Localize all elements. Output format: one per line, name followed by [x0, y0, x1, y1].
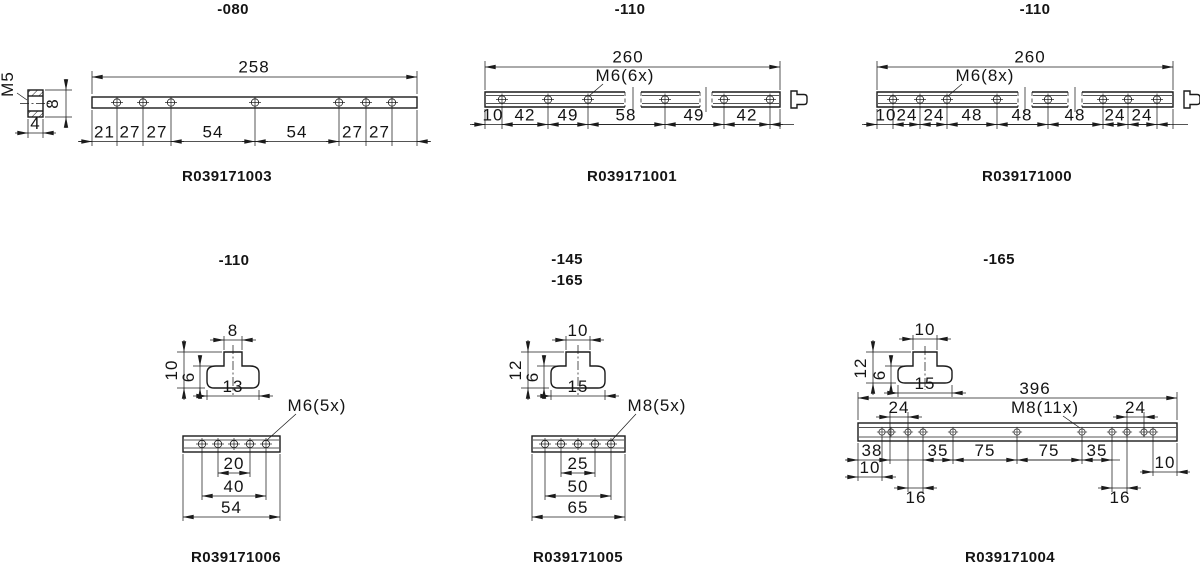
- part-number: R039171000: [982, 168, 1072, 185]
- drawing-080: -080 M5 8 4: [0, 1, 431, 185]
- dim-label: 42: [515, 106, 536, 125]
- dim-label: 260: [1014, 48, 1045, 67]
- dim-label: 4: [30, 114, 40, 133]
- dim-label: 6: [523, 372, 542, 382]
- drawing-110-r1000: -110: [862, 1, 1200, 185]
- dim-label: 35: [928, 441, 949, 460]
- dim-label: 8: [43, 98, 62, 108]
- dim-label: 50: [568, 477, 589, 496]
- dim-label: 260: [612, 48, 643, 67]
- thread-spec-label: M6(6x): [596, 66, 655, 85]
- size-variant-label: -165: [983, 251, 1015, 268]
- dim-label: 48: [1065, 106, 1086, 125]
- dim-label: 49: [684, 106, 705, 125]
- dim-label: 38: [862, 441, 883, 460]
- dim-label: 65: [568, 498, 589, 517]
- dim-label: 21: [94, 123, 115, 142]
- dim-label: 48: [1012, 106, 1033, 125]
- part-number: R039171004: [965, 549, 1055, 566]
- rail-front-view: [484, 87, 781, 112]
- thread-spec-label: M5: [0, 71, 17, 97]
- size-variant-label: -110: [615, 1, 646, 18]
- part-number: R039171001: [587, 168, 677, 185]
- dim-label: 20: [224, 454, 245, 473]
- drawing-145-165-r1005: -145 -165 10 12 6 1: [506, 251, 687, 566]
- dim-label: 12: [851, 358, 870, 379]
- dim-label: 42: [737, 106, 758, 125]
- strip-top-view: [182, 435, 281, 453]
- thread-spec-label: M8(11x): [1011, 398, 1079, 417]
- size-variant-label: -110: [1020, 1, 1051, 18]
- dim-label: 24: [1132, 106, 1153, 125]
- part-number: R039171003: [182, 168, 272, 185]
- dim-label: 75: [1039, 441, 1060, 460]
- size-variant-label: -080: [217, 1, 249, 18]
- thread-spec-label: M6(5x): [288, 396, 347, 415]
- size-variant-label: -145: [551, 251, 583, 268]
- dim-label: 15: [915, 374, 936, 393]
- thread-spec-label: M8(5x): [628, 396, 687, 415]
- dim-label: 258: [238, 58, 269, 77]
- dim-label: 48: [962, 106, 983, 125]
- dim-label: 24: [1125, 398, 1146, 417]
- end-profile-view: [1183, 90, 1200, 109]
- dim-label: 10: [860, 458, 881, 477]
- strip-top-view: [531, 435, 626, 453]
- dim-label: 10: [1155, 453, 1176, 472]
- dim-label: 27: [120, 123, 141, 142]
- dim-label: 24: [1105, 106, 1126, 125]
- dim-label: 6: [870, 370, 889, 380]
- rail-top-view: [857, 422, 1178, 442]
- dim-label: 54: [221, 498, 242, 517]
- side-view-nut: M5 8 4: [0, 71, 72, 138]
- dim-label: 27: [147, 123, 168, 142]
- drawing-110-r1006: -110 8 10 6 13: [162, 252, 347, 566]
- dim-label: 24: [889, 398, 910, 417]
- dim-label: 25: [568, 454, 589, 473]
- size-variant-label: -165: [551, 272, 583, 289]
- dim-label: 10: [876, 106, 897, 125]
- drawing-165-r1004: -165 10 12 6 15: [845, 251, 1190, 566]
- dim-label: 16: [1110, 488, 1131, 507]
- size-variant-label: -110: [219, 252, 250, 269]
- dim-label: 27: [369, 123, 390, 142]
- dim-label: 58: [616, 106, 637, 125]
- dim-label: 49: [558, 106, 579, 125]
- dim-label: 396: [1019, 379, 1050, 398]
- dim-label: 13: [223, 377, 244, 396]
- dim-label: 75: [975, 441, 996, 460]
- dim-label: 10: [483, 106, 504, 125]
- end-profile-view: [790, 90, 808, 109]
- dim-label: 40: [224, 477, 245, 496]
- dim-label: 24: [924, 106, 945, 125]
- dim-label: 10: [568, 321, 589, 340]
- dim-label: 16: [906, 488, 927, 507]
- dim-label: 10: [915, 320, 936, 339]
- dim-label: 10: [162, 360, 181, 381]
- thread-spec-label: M6(8x): [956, 66, 1015, 85]
- dim-label: 6: [179, 372, 198, 382]
- part-number: R039171005: [533, 549, 623, 566]
- dim-label: 54: [203, 123, 224, 142]
- dim-label: 54: [287, 123, 308, 142]
- part-number: R039171006: [191, 549, 281, 566]
- rail-front-view: [91, 96, 418, 109]
- dim-label: 12: [506, 360, 525, 381]
- rail-front-view: [876, 87, 1174, 112]
- dim-label: 35: [1087, 441, 1108, 460]
- dim-label: 8: [228, 321, 238, 340]
- dim-label: 24: [897, 106, 918, 125]
- t-nut-cross-section: 8 10 6 13: [162, 321, 273, 400]
- drawing-110-r1001: -110: [470, 1, 808, 185]
- dim-label: 27: [342, 123, 363, 142]
- dim-label: 15: [568, 377, 589, 396]
- t-nut-cross-section: 10 12 6 15: [506, 321, 619, 400]
- t-nut-cross-section: 10 12 6 15: [851, 320, 966, 397]
